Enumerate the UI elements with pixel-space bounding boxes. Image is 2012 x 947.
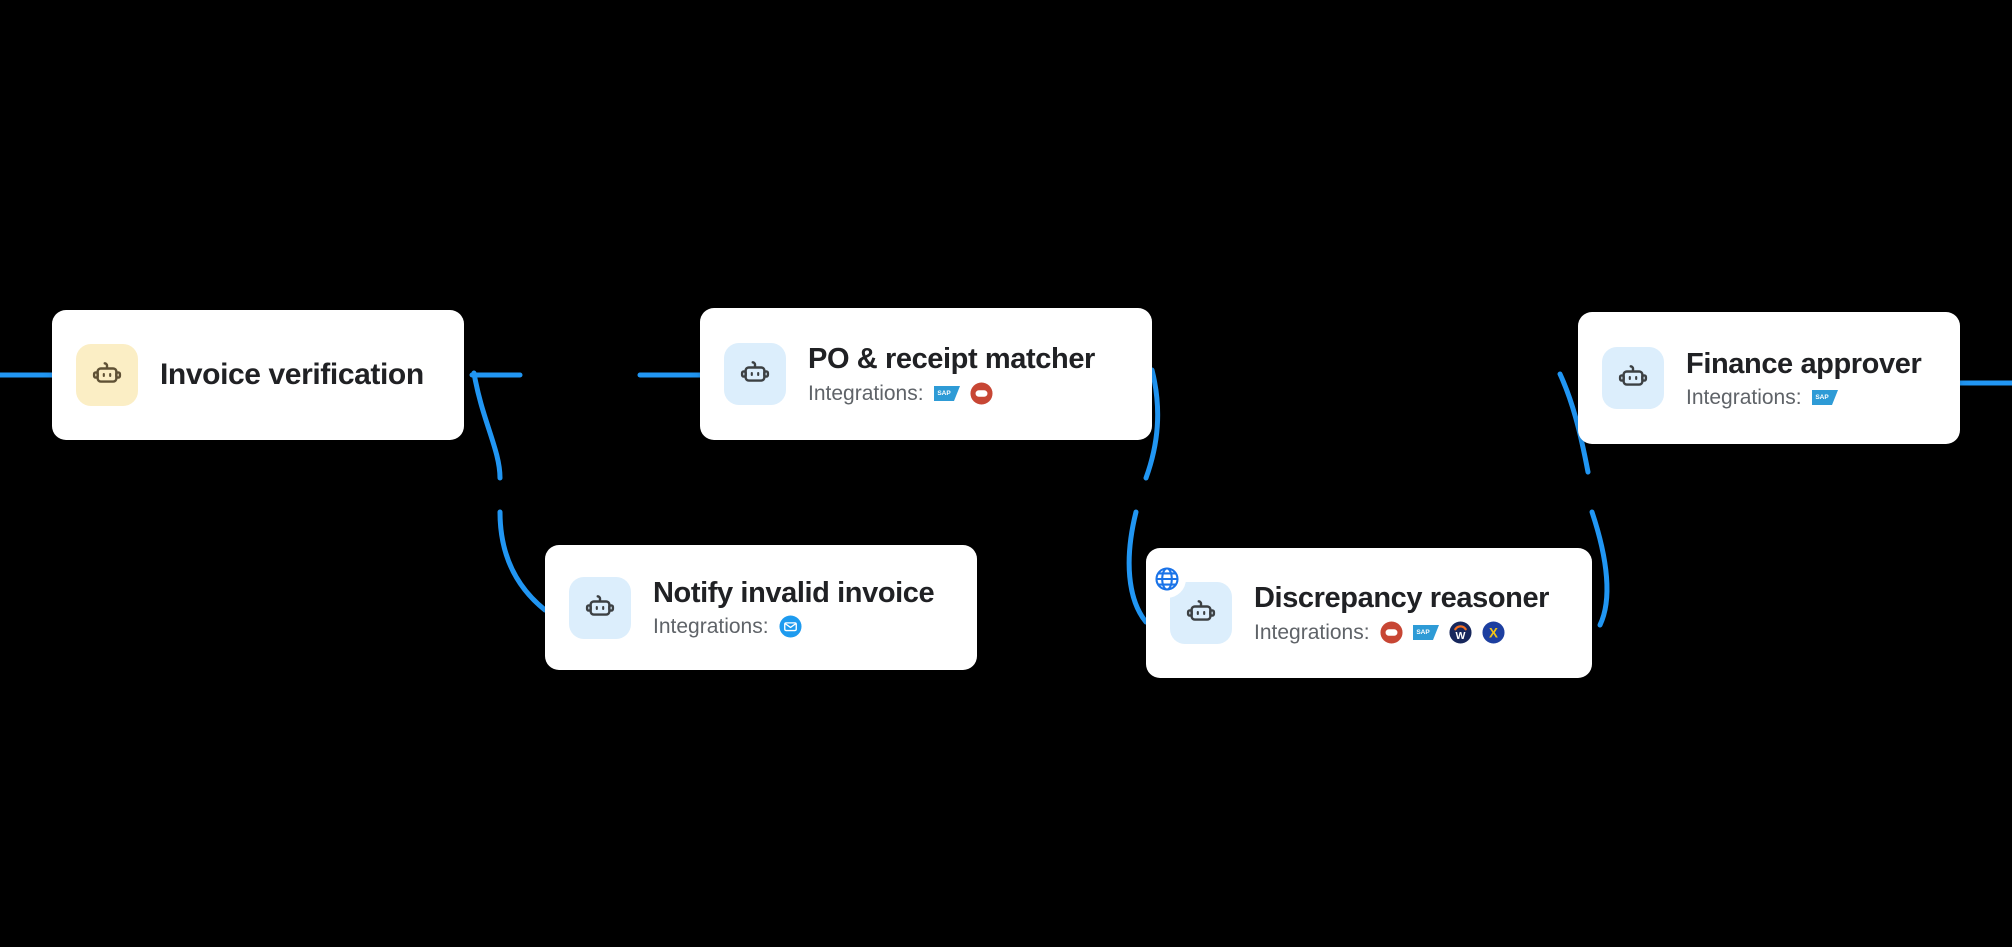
robot-icon: [92, 362, 122, 383]
integration-logos: SAP: [1811, 389, 1838, 405]
integrations-label: Integrations:: [1254, 620, 1370, 644]
mail-logo-icon: [779, 615, 802, 638]
oracle-logo-icon: [970, 382, 993, 405]
integrations-row: Integrations: SAP: [808, 382, 1095, 405]
integrations-row: Integrations:: [653, 615, 934, 638]
integration-logos: [779, 615, 802, 638]
robot-icon: [1186, 600, 1216, 621]
node-po-receipt-matcher[interactable]: PO & receipt matcher Integrations: SAP: [700, 308, 1152, 440]
node-text: Notify invalid invoice Integrations:: [653, 576, 935, 638]
node-title: PO & receipt matcher: [808, 343, 1095, 376]
integration-logos: SAP W X: [1380, 621, 1505, 644]
exact-logo-icon: X: [1482, 621, 1505, 644]
robot-icon: [585, 594, 615, 616]
svg-text:X: X: [1489, 625, 1498, 640]
globe-icon: [1155, 567, 1179, 591]
node-discrepancy-reasoner[interactable]: Discrepancy reasoner Integrations: SAP: [1146, 548, 1592, 678]
svg-text:SAP: SAP: [937, 390, 951, 397]
node-notify-invalid-invoice[interactable]: Notify invalid invoice Integrations:: [545, 545, 977, 670]
node-icon-wrap: [1602, 347, 1664, 409]
robot-icon-tile: [76, 344, 138, 406]
svg-text:SAP: SAP: [1416, 629, 1430, 636]
node-text: Invoice verification: [160, 358, 424, 393]
robot-icon-tile: [1602, 347, 1664, 409]
robot-icon-tile: [569, 576, 631, 639]
robot-icon: [740, 361, 770, 382]
edge-invoice-to-notify-a: [471, 370, 503, 481]
sap-logo-icon: SAP: [933, 385, 960, 401]
integrations-row: Integrations: SAP: [1254, 621, 1549, 644]
node-invoice-verification[interactable]: Invoice verification: [52, 310, 464, 440]
integrations-row: Integrations: SAP: [1686, 387, 1921, 408]
node-finance-approver[interactable]: Finance approver Integrations: SAP: [1578, 312, 1960, 444]
svg-text:W: W: [1455, 630, 1465, 642]
robot-icon: [1618, 365, 1648, 386]
node-text: Discrepancy reasoner Integrations: SAP: [1254, 582, 1550, 644]
edge-invoice-to-notify-b: [497, 509, 548, 613]
node-icon-wrap: [1148, 560, 1232, 644]
integrations-label: Integrations:: [1686, 385, 1802, 409]
edge-discrepancy-to-finance-b: [1589, 509, 1610, 628]
node-text: PO & receipt matcher Integrations: SAP: [808, 343, 1095, 405]
node-icon-wrap: [76, 344, 138, 406]
node-title: Finance approver: [1686, 348, 1922, 381]
svg-text:SAP: SAP: [1815, 394, 1829, 401]
node-icon-wrap: [569, 576, 631, 639]
integrations-label: Integrations:: [653, 615, 769, 639]
sap-logo-icon: SAP: [1811, 389, 1838, 405]
workday-logo-icon: W: [1449, 621, 1472, 644]
node-title: Discrepancy reasoner: [1254, 582, 1550, 615]
integration-logos: SAP: [933, 382, 993, 405]
sap-logo-icon: SAP: [1412, 624, 1439, 640]
integrations-label: Integrations:: [808, 381, 924, 405]
edge-po-to-discrepancy-b: [1126, 509, 1149, 625]
node-icon-wrap: [724, 343, 786, 405]
node-title: Invoice verification: [160, 357, 424, 391]
node-title: Notify invalid invoice: [653, 576, 935, 609]
globe-badge: [1148, 560, 1186, 598]
node-text: Finance approver Integrations: SAP: [1686, 348, 1922, 408]
oracle-logo-icon: [1380, 621, 1403, 644]
robot-icon-tile: [724, 343, 786, 405]
